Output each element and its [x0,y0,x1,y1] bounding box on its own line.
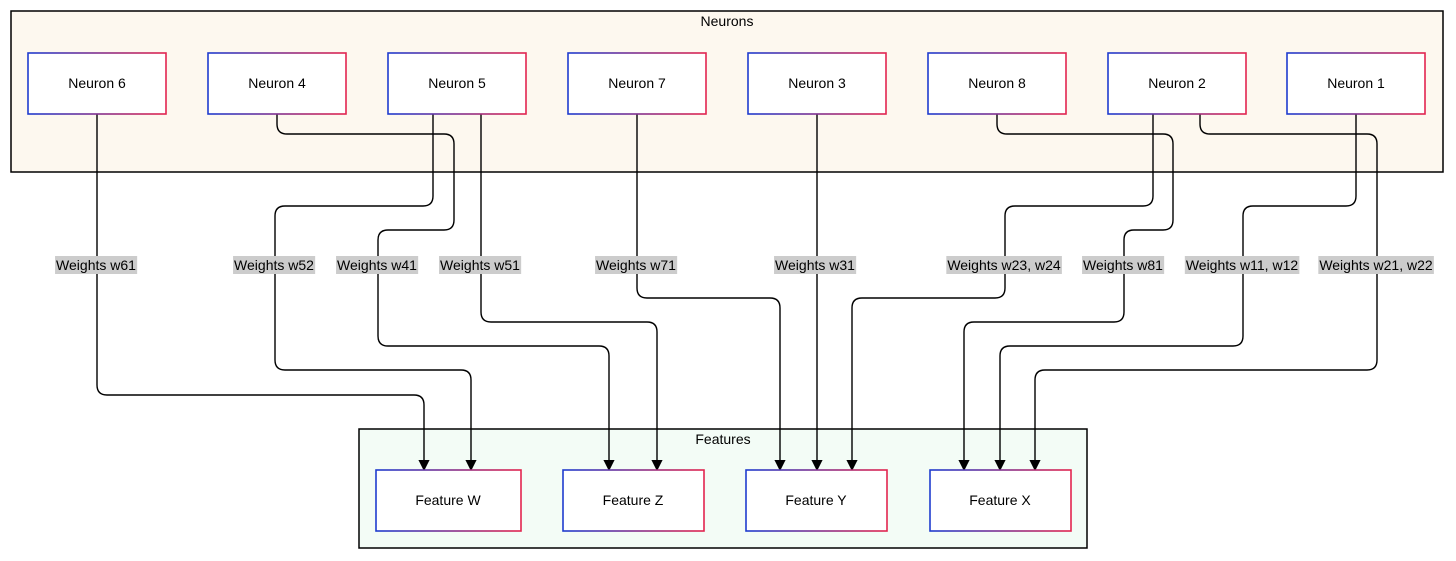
neuron-node-7-label: Neuron 7 [608,75,666,91]
feature-node-y[interactable]: Feature Y [745,469,888,532]
edge-label-w21-w22-bg [1318,256,1434,274]
edge-n6-fW [96,114,430,472]
edge-label-w51: Weights w51 [439,256,522,274]
feature-node-y-label: Feature Y [785,492,847,508]
neuron-node-6-box [27,52,167,115]
edge-label-w41-bg [336,256,419,274]
feature-node-w[interactable]: Feature W [375,469,522,532]
neuron-node-1[interactable]: Neuron 1 [1286,52,1426,115]
edge-label-w11-w12-text: Weights w11, w12 [1186,257,1299,273]
feature-node-z[interactable]: Feature Z [562,469,705,532]
neuron-node-8-label: Neuron 8 [968,75,1026,91]
neuron-node-6[interactable]: Neuron 6 [27,52,167,115]
neuron-nodes: Neuron 6 Neuron 4 Neuron 5 Neuron 7 Neur… [27,52,1426,115]
neuron-node-2-label: Neuron 2 [1148,75,1206,91]
neuron-node-5[interactable]: Neuron 5 [387,52,527,115]
edge-label-w71-bg [595,256,678,274]
edge-n2-fY [846,114,1154,472]
edge-label-w41-text: Weights w41 [337,257,417,273]
feature-node-w-box [375,469,522,532]
edge-label-w51-text: Weights w51 [440,257,520,273]
neuron-node-2[interactable]: Neuron 2 [1107,52,1247,115]
edge-label-w61: Weights w61 [55,256,138,274]
edge-n8-fX [958,114,1174,472]
edges [96,114,1378,472]
edge-label-w61-text: Weights w61 [56,257,136,273]
edge-label-w23-w24-text: Weights w23, w24 [947,257,1061,273]
feature-node-w-label: Feature W [415,492,481,508]
edge-label-w11-w12-bg [1184,256,1300,274]
edge-label-w31-text: Weights w31 [775,257,855,273]
edge-label-w31-bg [774,256,857,274]
edge-label-w52-bg [233,256,316,274]
feature-node-z-label: Feature Z [603,492,664,508]
edge-label-w51-bg [439,256,522,274]
edge-n2-fX [1029,114,1378,472]
edge-n1-fX [994,114,1357,472]
edge-label-w21-w22: Weights w21, w22 [1318,256,1434,274]
feature-node-x-label: Feature X [969,492,1031,508]
neurons-group-title: Neurons [701,13,754,29]
edge-label-w23-w24: Weights w23, w24 [946,256,1062,274]
edge-label-w71: Weights w71 [595,256,678,274]
edge-n4-fZ [276,114,615,472]
edge-label-w11-w12: Weights w11, w12 [1184,256,1300,274]
edge-label-w81-text: Weights w81 [1083,257,1163,273]
neuron-node-7-box [567,52,707,115]
feature-node-y-box [745,469,888,532]
edge-n5-fW [274,114,477,472]
neuron-node-7[interactable]: Neuron 7 [567,52,707,115]
feature-node-x[interactable]: Feature X [929,469,1072,532]
neuron-node-3-box [747,52,887,115]
neuron-node-4-box [207,52,347,115]
neuron-node-3-label: Neuron 3 [788,75,846,91]
edge-label-w41: Weights w41 [336,256,419,274]
neuron-node-8[interactable]: Neuron 8 [927,52,1067,115]
neuron-node-1-label: Neuron 1 [1327,75,1385,91]
features-group-title: Features [695,431,750,447]
edge-label-w52: Weights w52 [233,256,316,274]
neuron-node-5-label: Neuron 5 [428,75,486,91]
neuron-node-5-box [387,52,527,115]
edge-n5-fZ [480,114,663,472]
edge-label-w52-text: Weights w52 [234,257,314,273]
edge-label-w23-w24-bg [946,256,1062,274]
edge-label-w61-bg [55,256,138,274]
feature-node-x-box [929,469,1072,532]
neuron-node-6-label: Neuron 6 [68,75,126,91]
edge-label-w81-bg [1082,256,1165,274]
neuron-node-4[interactable]: Neuron 4 [207,52,347,115]
edge-label-w81: Weights w81 [1082,256,1165,274]
neuron-node-4-label: Neuron 4 [248,75,306,91]
neuron-node-2-box [1107,52,1247,115]
feature-node-z-box [562,469,705,532]
edge-label-w31: Weights w31 [774,256,857,274]
edge-label-w21-w22-text: Weights w21, w22 [1319,257,1433,273]
neuron-node-3[interactable]: Neuron 3 [747,52,887,115]
feature-nodes: Feature W Feature Z Feature Y Feature X [375,469,1072,532]
edge-label-w71-text: Weights w71 [596,257,676,273]
neuron-node-8-box [927,52,1067,115]
neuron-node-1-box [1286,52,1426,115]
edge-n7-fY [636,114,786,472]
edge-labels: Weights w61 Weights w52 Weights w41 Weig… [55,256,1434,274]
